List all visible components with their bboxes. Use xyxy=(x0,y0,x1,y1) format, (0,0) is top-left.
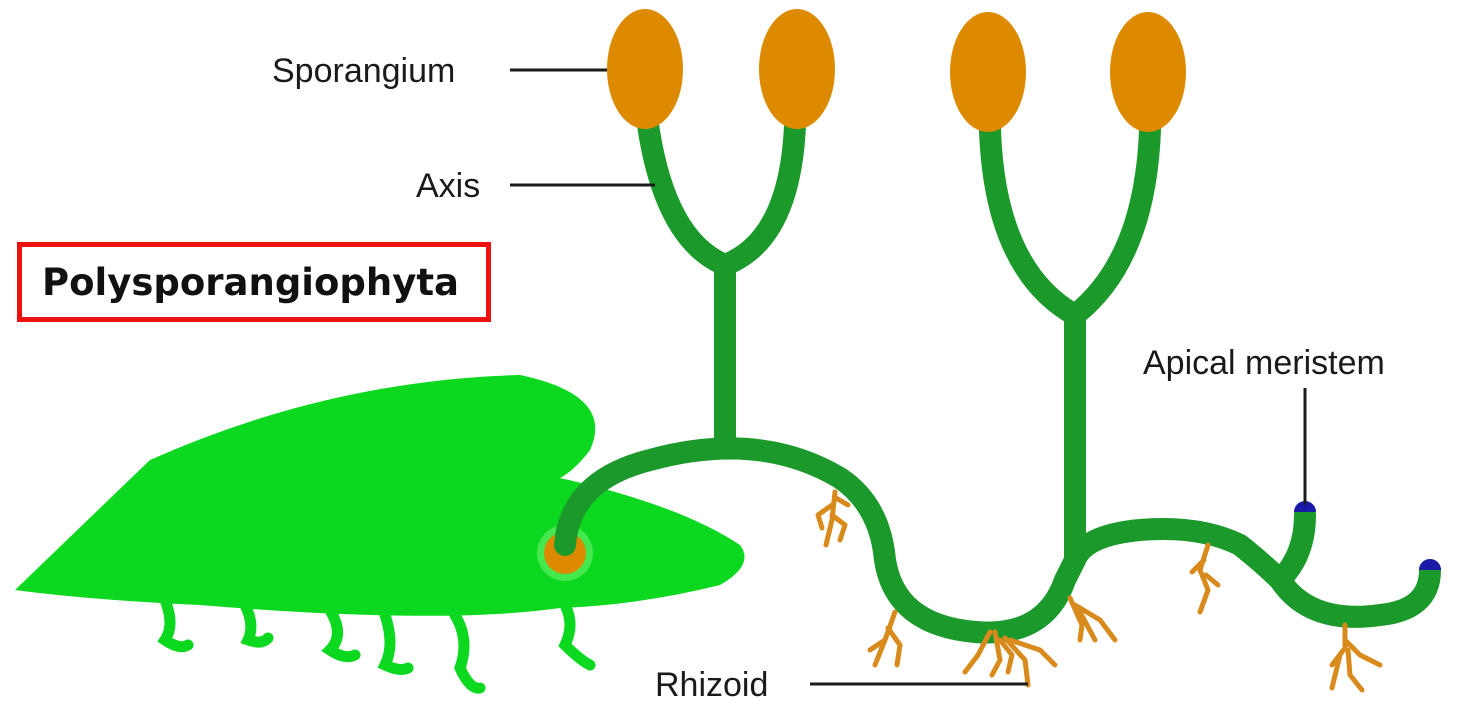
sporangium-3 xyxy=(950,12,1026,132)
diagram-title: Polysporangiophyta xyxy=(42,261,459,304)
title-box: Polysporangiophyta xyxy=(17,242,491,322)
label-rhizoid: Rhizoid xyxy=(655,666,768,701)
gametophyte-thallus xyxy=(15,375,745,616)
label-apical-meristem: Apical meristem xyxy=(1143,344,1385,382)
apical-meristem-2 xyxy=(1419,559,1441,570)
label-axis: Axis xyxy=(416,167,480,205)
sporangium-1 xyxy=(607,9,683,129)
sporangia xyxy=(607,9,1186,132)
label-sporangium: Sporangium xyxy=(272,52,455,90)
sporangium-4 xyxy=(1110,12,1186,132)
sporangium-2 xyxy=(759,9,835,129)
